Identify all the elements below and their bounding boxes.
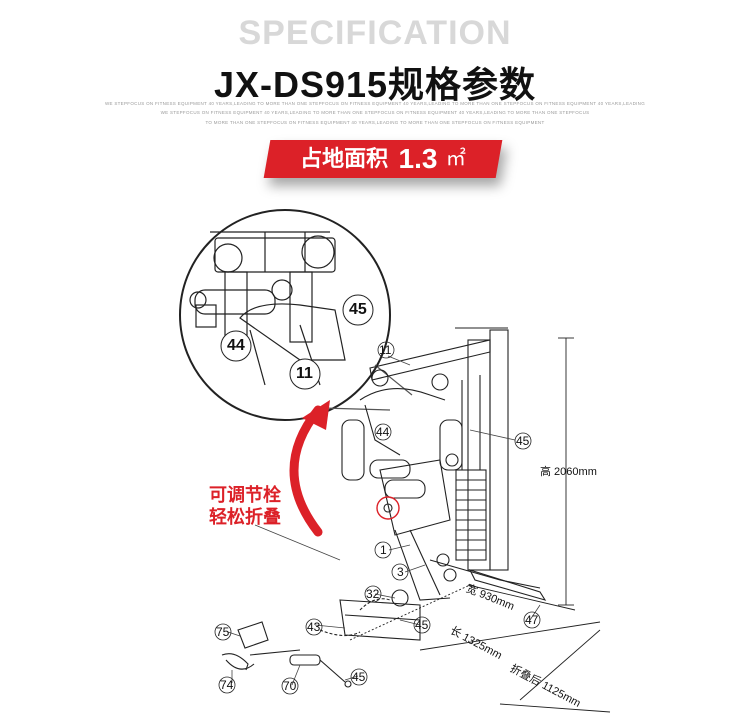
detail-magnifier (179, 209, 413, 421)
part-callout-43: 43 (307, 620, 321, 634)
callout-circles (220, 294, 374, 390)
part-callout-70: 70 (283, 679, 297, 693)
accessories (221, 621, 352, 688)
area-value: 1.3 (398, 143, 438, 174)
detail-callout-45: 45 (349, 301, 367, 318)
part-callout-44: 44 (376, 425, 390, 439)
tagline-line-1: WE STEPFOCUS ON FITNESS EQUIPMENT 40 YEA… (104, 101, 646, 106)
area-label: 占地面积 (300, 146, 389, 171)
fold-note-line-1: 可调节栓 (209, 485, 281, 505)
part-callout-47: 47 (525, 613, 539, 627)
part-callout-74: 74 (220, 678, 234, 692)
fold-note: 可调节栓 轻松折叠 (200, 484, 290, 528)
part-callout-3: 3 (397, 565, 404, 579)
fold-arrow-head (302, 400, 330, 430)
tagline-line-2: WE STEPFOCUS ON FITNESS EQUIPMENT 40 YEA… (160, 110, 590, 115)
part-callout-45-upper: 45 (516, 434, 530, 448)
machine-frame (319, 327, 547, 641)
detail-callout-11: 11 (296, 365, 313, 382)
area-banner: 占地面积 1.3 ㎡ (263, 140, 503, 178)
part-callout-1: 1 (380, 543, 387, 557)
part-callout-11: 11 (379, 343, 392, 357)
dimension-height: 高 2060mm (540, 466, 597, 478)
fold-note-line-2: 轻松折叠 (209, 507, 281, 527)
part-callout-45-base: 45 (415, 618, 429, 632)
fold-arrow (289, 405, 323, 537)
model-title: JX-DS915规格参数 (213, 64, 537, 105)
dimension-lines (349, 337, 611, 713)
small-callout-circles (214, 341, 541, 695)
detail-callout-44: 44 (227, 337, 245, 354)
part-callout-32: 32 (366, 587, 380, 601)
area-unit: ㎡ (445, 148, 466, 170)
part-callout-75: 75 (216, 625, 230, 639)
spec-heading: SPECIFICATION (238, 14, 512, 52)
tagline-line-3: TO MORE THAN ONE STEPFOCUS ON FITNESS EQ… (205, 120, 545, 125)
part-callout-45-bottom: 45 (352, 670, 366, 684)
